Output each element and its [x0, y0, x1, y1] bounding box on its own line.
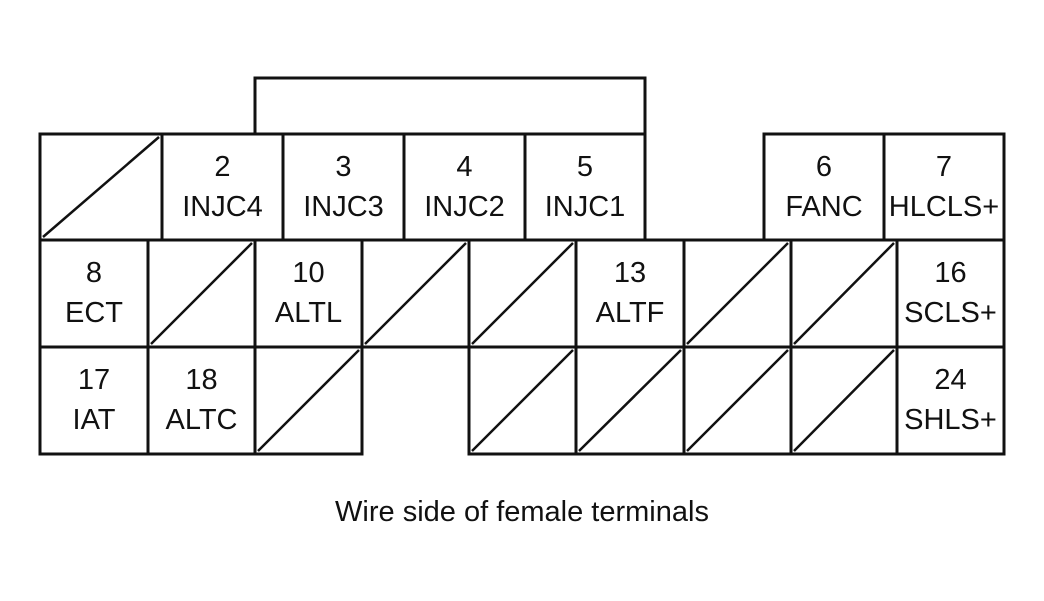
unused-terminal-slash [686, 242, 789, 345]
terminal-cell-3 [281, 132, 406, 242]
terminal-number: 18 [185, 364, 217, 396]
terminal-number: 7 [936, 151, 952, 183]
terminal-signal: ALTF [596, 297, 665, 329]
terminal-signal: INJC3 [303, 191, 384, 223]
unused-terminal-slash [257, 349, 360, 452]
terminal-number: 17 [78, 364, 110, 396]
unused-terminal-slash [42, 136, 160, 238]
terminal-cell-19 [253, 345, 364, 456]
terminal-number: 6 [816, 151, 832, 183]
connector-outline [38, 76, 1006, 456]
locking-tab [253, 76, 647, 134]
terminal-number: 2 [214, 151, 230, 183]
unused-terminal-slash [150, 242, 253, 345]
terminal-signal: INJC2 [424, 191, 505, 223]
terminal-signal: FANC [785, 191, 862, 223]
unused-terminal-slashes [42, 136, 895, 452]
terminal-number: 5 [577, 151, 593, 183]
terminal-signal: IAT [73, 404, 116, 436]
terminal-number: 8 [86, 257, 102, 289]
terminal-signal: SCLS+ [904, 297, 997, 329]
unused-terminal-slash [793, 242, 895, 345]
terminal-cell-2 [160, 132, 285, 242]
unused-terminal-slash [364, 242, 467, 345]
terminal-signal: ALTC [166, 404, 238, 436]
unused-terminal-slash [471, 349, 574, 452]
terminal-cell-6 [762, 132, 886, 242]
terminal-signal: INJC1 [545, 191, 626, 223]
terminal-signal: ECT [65, 297, 123, 329]
terminal-signal: HLCLS+ [889, 191, 999, 223]
terminal-cell-24 [895, 345, 1006, 456]
terminal-cell-4 [402, 132, 527, 242]
terminal-number: 13 [614, 257, 646, 289]
terminal-signal: ALTL [275, 297, 342, 329]
unused-terminal-slash [471, 242, 574, 345]
terminal-cell-7 [882, 132, 1006, 242]
unused-terminal-slash [686, 349, 789, 452]
terminal-number: 4 [456, 151, 472, 183]
diagram-caption: Wire side of female terminals [335, 496, 709, 528]
terminal-number: 24 [934, 364, 966, 396]
unused-terminal-slash [793, 349, 895, 452]
terminal-number: 3 [335, 151, 351, 183]
unused-terminal-slash [578, 349, 682, 452]
terminal-signal: INJC4 [182, 191, 263, 223]
terminal-number: 16 [934, 257, 966, 289]
terminal-number: 10 [292, 257, 324, 289]
terminal-cell-5 [523, 132, 647, 242]
terminal-signal: SHLS+ [904, 404, 997, 436]
